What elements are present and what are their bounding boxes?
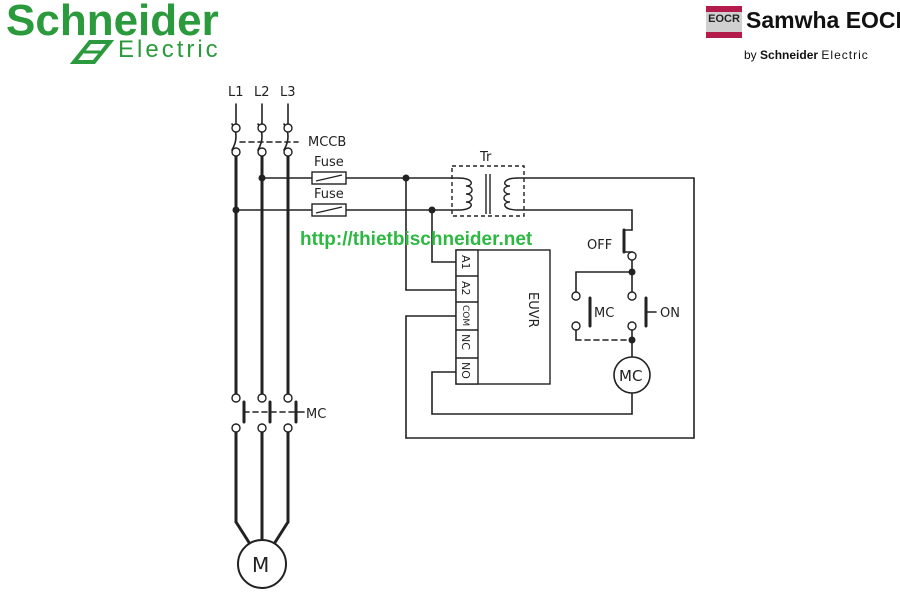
junction-dots	[232, 174, 636, 347]
schneider-mark-icon	[70, 40, 114, 64]
logo-subtitle: Electric	[118, 36, 221, 63]
fuse-1-element	[315, 174, 343, 182]
mc-aux-terminal-top	[571, 291, 581, 301]
mc-terminal-l2-top	[257, 393, 267, 403]
l1-to-motor	[234, 520, 252, 546]
fuse-label-1: Fuse	[314, 155, 344, 170]
junction-a2	[402, 174, 410, 182]
l3-to-motor	[272, 520, 290, 546]
badge-text: EOCR	[708, 13, 740, 25]
main-contact-label: MC	[306, 407, 326, 422]
relay-label: EUVR	[525, 292, 540, 328]
mc-coil-label: MC	[619, 367, 642, 385]
mccb-terminal-l2-top	[257, 123, 267, 133]
by-prefix: by	[744, 48, 757, 62]
wires	[231, 103, 695, 546]
by-suffix: Electric	[821, 48, 869, 62]
junction-l2-fuse	[258, 174, 266, 182]
terminal-a2: A2	[459, 281, 472, 296]
mc-terminal-l1-top	[231, 393, 241, 403]
coils	[237, 356, 651, 589]
motor	[237, 539, 287, 589]
badge-bottom-bar	[706, 32, 742, 38]
terminal-com: COM	[460, 305, 470, 326]
on-terminal-bottom	[627, 321, 637, 331]
fuses	[311, 171, 347, 217]
off-label: OFF	[587, 238, 612, 253]
schneider-electric-logo: Schneider Electric	[6, 0, 276, 68]
terminals	[231, 123, 637, 433]
mccb-terminal-l3-top	[283, 123, 293, 133]
transformer-label: Tr	[479, 150, 492, 165]
mc-terminal-l3-bottom	[283, 423, 293, 433]
mc-coil	[613, 356, 651, 394]
eocr-name: Samwha EOCR	[746, 7, 900, 33]
fuse-label-2: Fuse	[314, 187, 344, 202]
mc-aux-terminal-bottom	[571, 321, 581, 331]
terminal-no: NO	[459, 362, 472, 379]
terminal-nc: NC	[459, 334, 472, 350]
transformer	[451, 165, 525, 217]
transformer-primary	[457, 177, 473, 211]
euvr-relay	[455, 249, 551, 385]
junction-coil	[628, 336, 636, 344]
samwha-eocr-logo: EOCR Samwha EOCR by Schneider Electric	[706, 6, 900, 66]
eocr-badge: EOCR	[706, 6, 742, 38]
relay-terminal-strip	[455, 249, 479, 385]
mccb-terminal-l1-bottom	[231, 147, 241, 157]
by-brand: Schneider	[760, 48, 819, 62]
phase-label-l1: L1	[228, 85, 244, 100]
phase-label-l2: L2	[254, 85, 270, 100]
motor-label: M	[252, 553, 269, 577]
eocr-by-line: by Schneider Electric	[744, 48, 869, 62]
transformer-secondary	[503, 177, 519, 211]
junction-l1-fuse	[232, 206, 240, 214]
mc-terminal-l2-bottom	[257, 423, 267, 433]
phase-label-l3: L3	[280, 85, 296, 100]
mc-aux-label: MC	[594, 306, 614, 321]
watermark-url: http://thietbischneider.net	[300, 229, 533, 250]
junction-a1	[428, 206, 436, 214]
logo-title: Schneider	[6, 0, 219, 45]
mccb-terminal-l2-bottom	[257, 147, 267, 157]
junction-branch	[628, 268, 636, 276]
mccb-label: MCCB	[308, 135, 346, 150]
terminal-a1: A1	[459, 255, 472, 270]
fuse-2-element	[315, 206, 343, 214]
mccb-terminal-l1-top	[231, 123, 241, 133]
mccb-terminal-l3-bottom	[283, 147, 293, 157]
transformer-box	[451, 165, 525, 217]
on-label: ON	[660, 306, 680, 321]
mc-terminal-l3-top	[283, 393, 293, 403]
off-terminal	[627, 251, 637, 261]
mc-terminal-l1-bottom	[231, 423, 241, 433]
on-terminal-top	[627, 291, 637, 301]
badge-top-bar	[706, 6, 742, 12]
